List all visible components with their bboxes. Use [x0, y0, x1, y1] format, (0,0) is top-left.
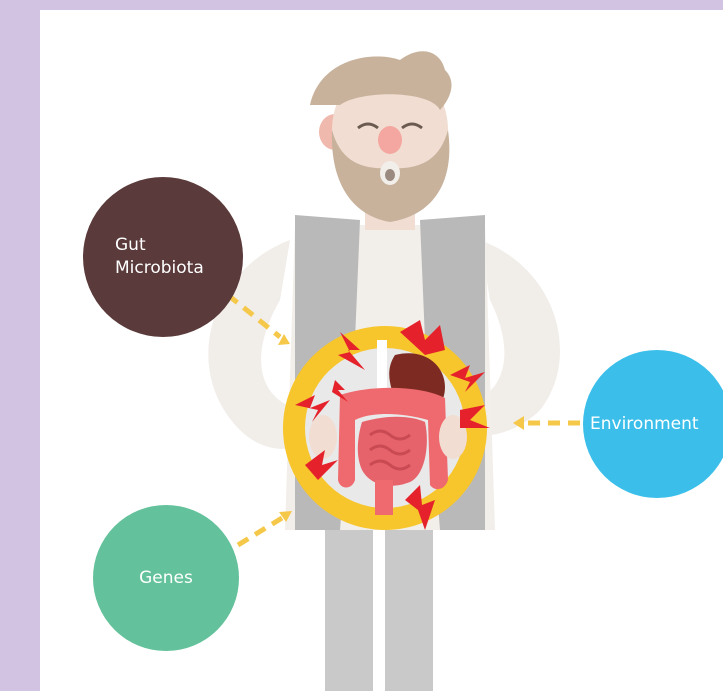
genes-node: Genes	[93, 505, 239, 651]
pain-bolts	[295, 320, 490, 530]
man-illustration	[208, 51, 580, 691]
right-eye	[401, 122, 423, 130]
arms	[208, 240, 560, 449]
legs	[325, 510, 433, 691]
nose	[378, 126, 402, 154]
head	[310, 51, 452, 222]
genes-label: Genes	[139, 567, 193, 588]
diagram-canvas: Gut Microbiota Genes Environment	[40, 10, 723, 691]
left-eye	[357, 122, 379, 130]
gut-microbiota-label: Gut Microbiota	[115, 235, 204, 278]
environment-node: Environment	[583, 350, 723, 498]
gut-microbiota-node: Gut Microbiota	[83, 177, 243, 337]
environment-label: Environment	[590, 413, 699, 434]
arrow-genes	[236, 511, 292, 548]
belly-ring	[283, 320, 490, 530]
arrow-gut-microbiota	[226, 293, 290, 345]
hair	[310, 51, 452, 110]
large-intestine	[338, 387, 448, 490]
arrow-environment	[513, 416, 580, 430]
